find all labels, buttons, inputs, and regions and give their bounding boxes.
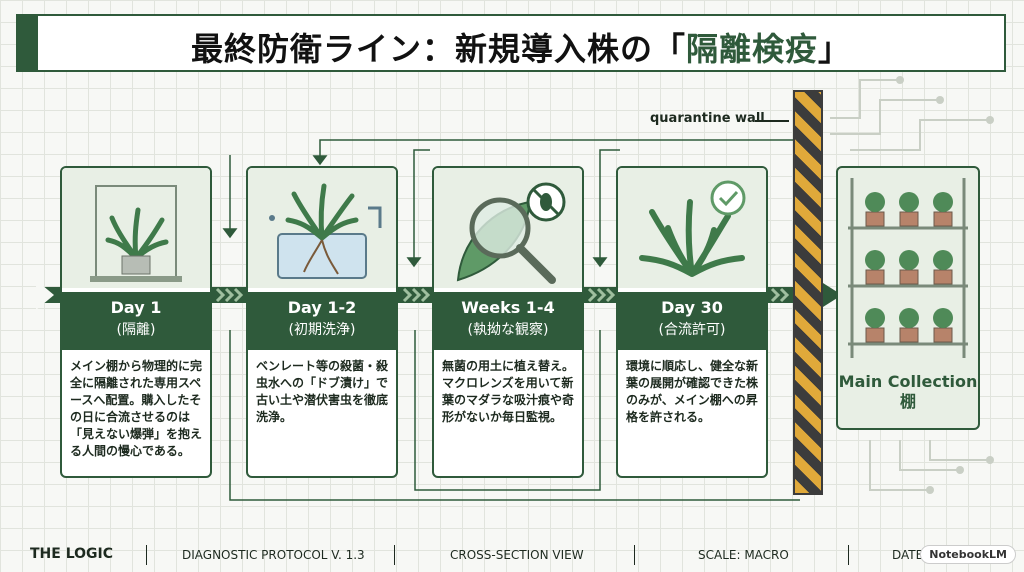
step-description: 環境に順応し、健全な新葉の展開が確認できた株のみが、メイン棚への昇格を許される。 <box>626 359 759 424</box>
step-header-3: Weeks 1-4 (執拗な観察) <box>434 292 582 350</box>
step-card-1: Day 1 (隔離) メイン棚から物理的に完全に隔離された専用スペースへ配置。購… <box>60 166 212 478</box>
step-description: 無菌の用土に植え替え。マクロレンズを用いて新葉のマダラな吸汁痕や奇形がないか毎日… <box>442 359 575 424</box>
step-header-4: Day 30 (合流許可) <box>618 292 766 350</box>
step-subtitle: (隔離) <box>116 322 156 338</box>
main-collection-card: Main Collection 棚 <box>836 166 980 430</box>
step-card-3: Weeks 1-4 (執拗な観察) 無菌の用土に植え替え。マクロレンズを用いて新… <box>432 166 584 478</box>
footer-view: CROSS-SECTION VIEW <box>450 548 584 562</box>
quarantine-wall <box>793 90 823 495</box>
footer-logic: THE LOGIC <box>30 546 114 562</box>
footer-bar: THE LOGIC DIAGNOSTIC PROTOCOL V. 1.3 CRO… <box>16 543 1016 567</box>
title-accent-bar <box>18 16 38 70</box>
step-day: Day 1 <box>110 298 162 317</box>
step-header-1: Day 1 (隔離) <box>62 292 210 350</box>
step-header-2: Day 1-2 (初期洗浄) <box>248 292 396 350</box>
healthy-plant-check-icon <box>618 168 766 288</box>
step-description: ベンレート等の殺菌・殺虫水への「ドブ漬け」で古い土や潜伏害虫を徹底洗浄。 <box>256 359 389 424</box>
footer-divider <box>634 545 635 565</box>
step-day: Day 30 <box>661 298 723 317</box>
step-day: Weeks 1-4 <box>461 298 555 317</box>
wall-label-pointer <box>755 120 789 122</box>
glass-case-plant-icon <box>62 168 210 288</box>
notebooklm-badge: NotebookLM <box>920 545 1016 564</box>
footer-protocol: DIAGNOSTIC PROTOCOL V. 1.3 <box>182 548 365 562</box>
step-subtitle: (初期洗浄) <box>288 322 356 338</box>
footer-divider <box>146 545 147 565</box>
footer-divider <box>848 545 849 565</box>
main-collection-label: Main Collection 棚 <box>838 372 978 411</box>
footer-scale: SCALE: MACRO <box>698 548 789 562</box>
footer-divider <box>394 545 395 565</box>
magnifier-leaf-icon <box>434 168 582 288</box>
plant-shelf-icon <box>848 178 968 358</box>
step-day: Day 1-2 <box>287 298 357 317</box>
page-title: 最終防衛ライン：新規導入株の「隔離検疫」 <box>190 30 852 68</box>
step-subtitle: (執拗な観察) <box>467 322 549 338</box>
step-card-2: Day 1-2 (初期洗浄) ベンレート等の殺菌・殺虫水への「ドブ漬け」で古い土… <box>246 166 398 478</box>
step-description: メイン棚から物理的に完全に隔離された専用スペースへ配置。購入したその日に合流させ… <box>70 359 203 458</box>
step-subtitle: (合流許可) <box>658 322 726 338</box>
title-bar: 最終防衛ライン：新規導入株の「隔離検疫」 <box>16 14 1006 72</box>
plant-soak-icon <box>248 168 396 288</box>
quarantine-wall-label: quarantine wall <box>650 111 765 126</box>
step-card-4: Day 30 (合流許可) 環境に順応し、健全な新葉の展開が確認できた株のみが、… <box>616 166 768 478</box>
